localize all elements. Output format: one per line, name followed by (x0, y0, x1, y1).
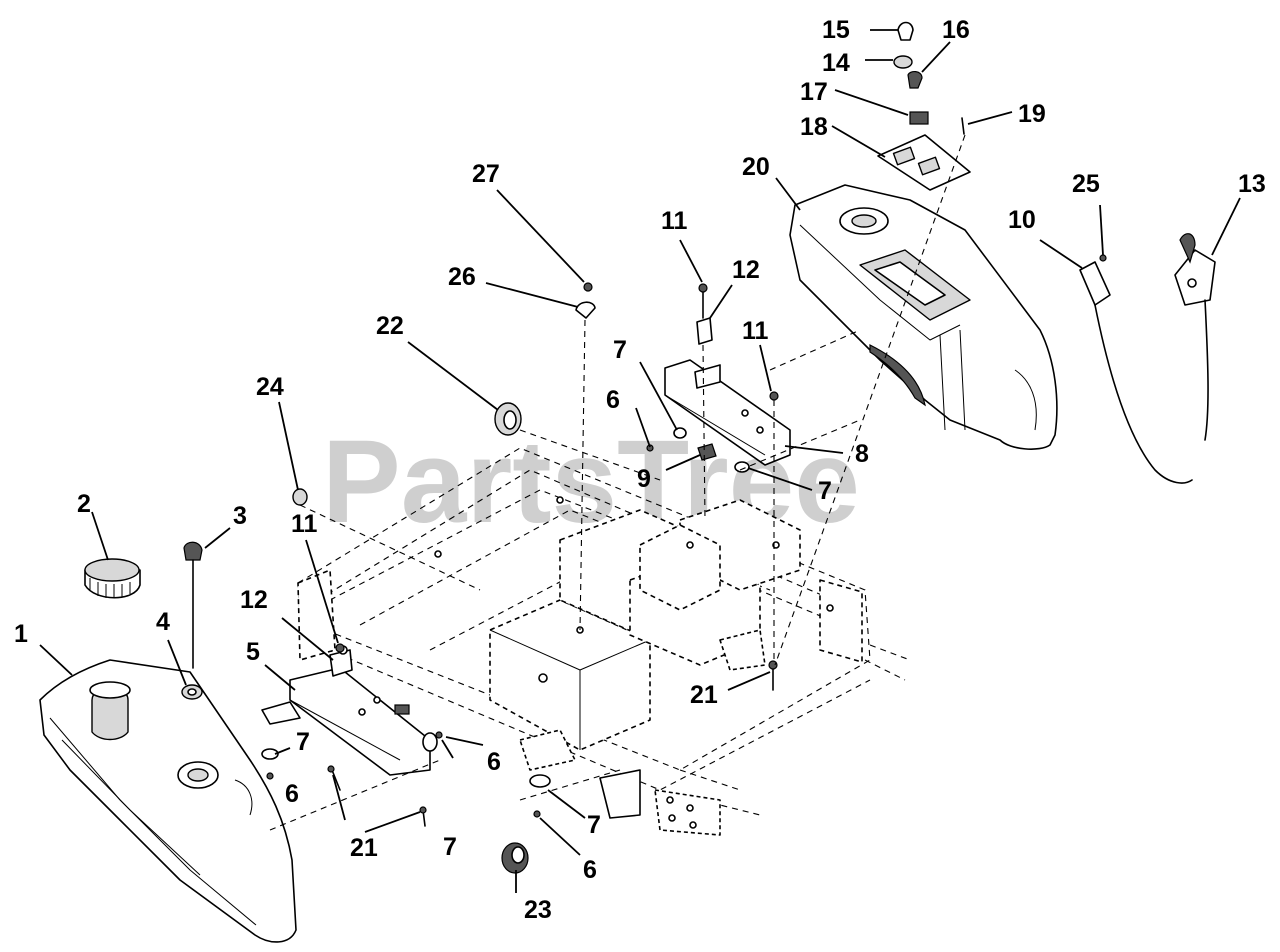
callout-15: 15 (822, 16, 850, 44)
callout-26: 26 (448, 263, 476, 291)
callout-3: 3 (233, 502, 247, 530)
callout-7b: 7 (296, 728, 310, 756)
screw-6b (435, 731, 443, 739)
nut-11-right (769, 391, 779, 401)
callout-7c: 7 (443, 833, 457, 861)
clip-12-left (329, 645, 353, 677)
tank-bracket-left (261, 667, 431, 776)
plug-24 (292, 488, 308, 506)
clip-26 (575, 301, 596, 319)
washer-7c (261, 748, 279, 760)
bezel-14 (893, 55, 913, 69)
callout-20: 20 (742, 153, 770, 181)
bolt-21-right (768, 660, 778, 691)
clip-9 (697, 443, 717, 461)
callout-19: 19 (1018, 100, 1046, 128)
callout-8: 8 (855, 440, 869, 468)
callout-27: 27 (472, 160, 500, 188)
screw-25 (1099, 254, 1107, 262)
control-panel-plate (877, 134, 971, 191)
callout-11b: 11 (742, 317, 769, 345)
callout-24: 24 (256, 373, 284, 401)
callout-2: 2 (77, 490, 91, 518)
callout-21b: 21 (350, 834, 378, 862)
callout-7d: 7 (587, 811, 601, 839)
callout-1: 1 (14, 620, 28, 648)
callout-6c: 6 (285, 780, 299, 808)
callout-4: 4 (156, 608, 170, 636)
callout-23: 23 (524, 896, 552, 924)
choke-control (1174, 233, 1216, 441)
callout-6a: 6 (606, 386, 620, 414)
callout-11a: 11 (661, 207, 688, 235)
fuel-cap (84, 558, 141, 599)
screw-19 (961, 117, 965, 135)
throttle-cable (1079, 261, 1193, 484)
switch-17 (909, 111, 929, 125)
grommet-4 (181, 684, 203, 700)
callout-25: 25 (1072, 170, 1100, 198)
callout-22: 22 (376, 312, 404, 340)
callout-21a: 21 (690, 681, 718, 709)
grommet-22 (494, 402, 522, 436)
grommet-23 (501, 842, 529, 874)
washer-7b (734, 461, 750, 473)
callout-9: 9 (637, 465, 651, 493)
washer-7e (529, 774, 551, 788)
screw-27 (583, 282, 593, 292)
leader-lines (39, 29, 1241, 893)
bolt-21-left (327, 765, 427, 827)
callout-12b: 12 (240, 586, 268, 614)
callout-6b: 6 (487, 748, 501, 776)
callout-5: 5 (246, 638, 260, 666)
callout-11c: 11 (291, 510, 318, 538)
callout-labels: 1 2 3 4 5 6 6 6 6 7 7 7 7 7 8 9 10 11 11… (14, 16, 1266, 924)
screw-6c (266, 772, 274, 780)
alignment-lines (269, 134, 966, 831)
callout-17: 17 (800, 78, 828, 106)
callout-14: 14 (822, 49, 850, 77)
fuel-gauge (183, 541, 203, 669)
screw-6d (533, 810, 541, 818)
callout-18: 18 (800, 113, 828, 141)
callout-7e: 7 (818, 477, 832, 505)
washer-7d (422, 732, 438, 752)
callout-10: 10 (1008, 206, 1036, 234)
knob-16 (907, 71, 923, 89)
key-15 (897, 21, 914, 41)
callout-6d: 6 (583, 856, 597, 884)
frame-assembly (297, 447, 911, 836)
callout-13: 13 (1238, 170, 1266, 198)
callout-7a: 7 (613, 336, 627, 364)
callout-16: 16 (942, 16, 970, 44)
washer-7a (673, 427, 687, 439)
fuel-tank (39, 659, 297, 943)
nut-11-left (335, 643, 345, 653)
tank-bracket-right (664, 359, 791, 466)
clip-12-center (696, 283, 713, 345)
console-housing (789, 184, 1058, 450)
callout-12a: 12 (732, 256, 760, 284)
